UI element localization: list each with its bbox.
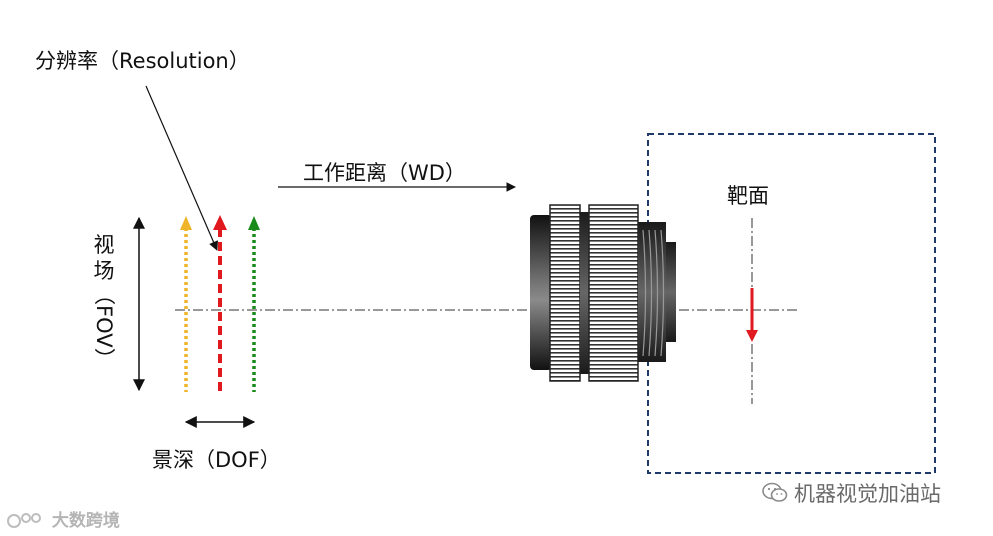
wechat-icon xyxy=(762,482,788,502)
fov-char: 场 xyxy=(93,259,115,283)
fov-char: 视 xyxy=(93,233,115,257)
working-distance-label: 工作距离（WD） xyxy=(303,161,466,185)
lens-icon xyxy=(530,204,676,382)
resolution-pointer xyxy=(145,85,218,251)
target-plane-label: 靶面 xyxy=(727,184,769,208)
fov-char: FOV xyxy=(92,305,116,348)
fov-label: 视 场 （ FOV ） xyxy=(86,232,122,369)
logo-icon xyxy=(7,513,41,528)
image-arrow-head xyxy=(746,330,758,342)
fov-char: ） xyxy=(92,347,116,369)
watermark-right: 机器视觉加油站 xyxy=(762,478,941,508)
watermark-left: 大数跨境 xyxy=(6,506,120,531)
target-frame xyxy=(647,133,936,474)
depth-of-field-label: 景深（DOF） xyxy=(152,448,281,472)
resolution-label: 分辨率（Resolution） xyxy=(35,49,250,73)
watermark-left-text: 大数跨境 xyxy=(51,511,120,531)
fov-char: （ xyxy=(92,284,116,305)
watermark-right-text: 机器视觉加油站 xyxy=(794,482,941,506)
